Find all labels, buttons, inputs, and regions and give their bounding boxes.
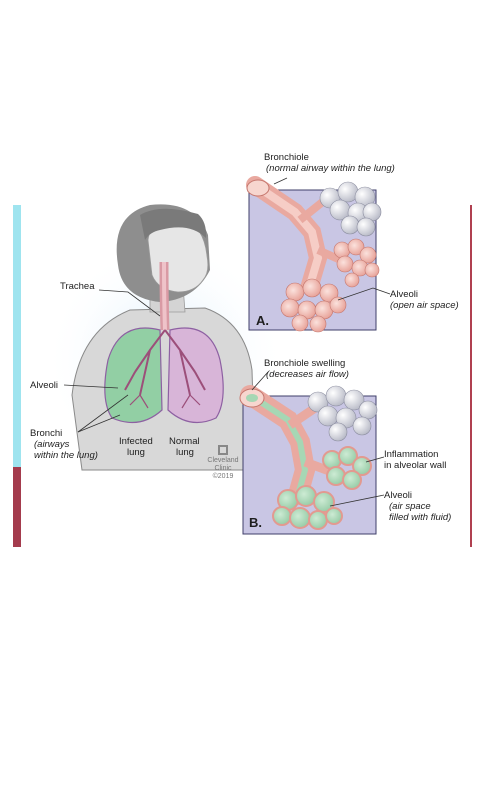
left-accent-bar-top (13, 205, 21, 467)
label-bronchi-desc-1: (airways (34, 439, 70, 450)
child-figure (45, 204, 285, 480)
panel-b-inflammation-2: in alveolar wall (384, 460, 447, 471)
label-normal-lung-2: lung (176, 447, 194, 458)
panel-b-alveoli-title: Alveoli (384, 490, 412, 501)
panel-b-letter: B. (249, 515, 262, 530)
panel-a-diagram (246, 176, 382, 333)
panel-b-diagram (239, 385, 378, 535)
label-infected-lung-2: lung (127, 447, 145, 458)
right-accent-rule (470, 205, 472, 547)
label-infected-lung-1: Infected (119, 436, 153, 447)
panel-b-inflammation-1: Inflammation (384, 449, 439, 460)
panel-a-alveoli-desc: (open air space) (390, 300, 459, 311)
panel-b-alveoli-desc-2: filled with fluid) (389, 512, 452, 523)
label-trachea: Trachea (60, 281, 95, 292)
panel-a-bronchiole-desc: (normal airway within the lung) (266, 163, 395, 174)
cleveland-clinic-mark-icon (218, 445, 228, 455)
label-bronchi-desc-2: within the lung) (34, 450, 98, 461)
panel-b-alveoli-desc-1: (air space (389, 501, 431, 512)
panel-a-letter: A. (256, 313, 269, 328)
panel-b-swelling-title: Bronchiole swelling (264, 358, 346, 369)
logo-line-3: ©2019 (212, 473, 234, 480)
panel-a-alveoli-title: Alveoli (390, 289, 418, 300)
logo-line-1: Cleveland (207, 457, 239, 464)
panel-a-bronchiole-title: Bronchiole (264, 152, 309, 163)
label-normal-lung-1: Normal (169, 436, 200, 447)
label-bronchi: Bronchi (30, 428, 63, 439)
logo-line-2: Clinic (214, 465, 232, 472)
left-accent-bar-bottom (13, 467, 21, 547)
label-alveoli-left: Alveoli (30, 380, 58, 391)
cleveland-clinic-logo: Cleveland Clinic ©2019 (198, 445, 248, 481)
panel-b-swelling-desc: (decreases air flow) (266, 369, 349, 380)
